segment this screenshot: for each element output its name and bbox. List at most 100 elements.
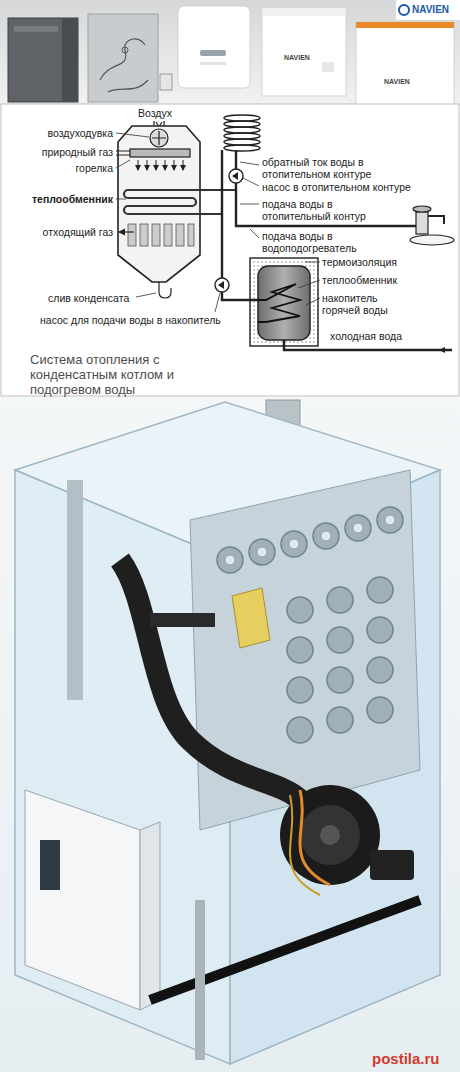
part-label: насос для подачи воды в накопитель [40, 314, 221, 326]
boiler-schematic [164, 224, 172, 246]
watermark: postila.ru [372, 1050, 440, 1067]
leader-line [306, 298, 320, 305]
part-label: холодная вода [330, 330, 402, 342]
boiler-cutaway-render [25, 790, 140, 1010]
boiler-cutaway-render [321, 531, 331, 541]
boiler-schematic [124, 190, 236, 214]
boiler-schematic [165, 160, 166, 170]
boiler-cutaway-render [150, 613, 215, 627]
storage-tank [250, 258, 452, 350]
boiler-cutaway-render [257, 547, 267, 557]
piping [224, 115, 260, 151]
product-photos [399, 5, 409, 15]
boiler-schematic [152, 224, 160, 246]
storage-tank [258, 284, 300, 322]
leader-line [240, 162, 259, 165]
part-label: термоизоляция [322, 256, 397, 268]
product-photos [8, 18, 78, 102]
leader-line [215, 293, 220, 312]
brand-mark: NAVIEN [384, 78, 410, 86]
boiler-schematic [130, 149, 190, 157]
boiler-cutaway-render [313, 523, 339, 549]
piping [224, 139, 260, 145]
boiler-cutaway-render [327, 667, 353, 693]
product-photos [356, 22, 454, 28]
storage-tank [258, 266, 310, 340]
boiler-schematic [119, 231, 134, 232]
product-photos [122, 47, 128, 53]
boiler-cutaway-render [320, 825, 340, 845]
boiler-schematic [138, 160, 139, 170]
boiler-cutaway-render [327, 587, 353, 613]
boiler-cutaway-render [300, 790, 330, 885]
leader-line [136, 293, 156, 297]
boiler-cutaway-render [290, 795, 320, 895]
product-photos [200, 50, 226, 56]
piping [224, 115, 260, 121]
boiler-cutaway-render [300, 805, 360, 865]
schematic-panel [1, 104, 459, 396]
piping [232, 172, 238, 180]
piping [236, 150, 420, 226]
product-photos [356, 22, 454, 106]
boiler-cutaway-render [377, 507, 403, 533]
boiler-schematic [140, 224, 148, 246]
product-photos [14, 26, 58, 32]
piping [224, 145, 260, 151]
boiler-cutaway-render [225, 555, 235, 565]
boiler-cutaway-render [281, 531, 307, 557]
boiler-schematic [188, 224, 194, 246]
boiler-cutaway-render [287, 677, 313, 703]
boiler-cutaway-render [0, 397, 460, 1072]
boiler-cutaway-render [367, 657, 393, 683]
piping [410, 235, 454, 245]
piping [224, 127, 260, 133]
boiler-cutaway-render [140, 822, 160, 1010]
boiler-schematic [159, 282, 171, 298]
brand-mark: NAVIEN [284, 54, 310, 62]
product-photos [62, 18, 78, 102]
boiler-schematic [147, 160, 148, 170]
boiler-cutaway-render [367, 617, 393, 643]
storage-tank [250, 258, 318, 346]
boiler-cutaway-render [327, 707, 353, 733]
product-photos [262, 8, 346, 96]
boiler-schematic [128, 224, 136, 246]
part-label: теплообменник [32, 193, 113, 205]
part-label: Воздух [138, 107, 172, 119]
boiler-cutaway-render [367, 697, 393, 723]
leader-line [305, 262, 320, 263]
schematic-panel [1, 104, 459, 396]
leader-line [116, 133, 149, 137]
leader-line [116, 160, 130, 168]
product-photos [322, 62, 334, 72]
boiler-schematic [183, 160, 184, 170]
boiler-schematic [156, 160, 157, 170]
boiler-cutaway-render [287, 597, 313, 623]
boiler-cutaway-render [232, 588, 270, 648]
product-photos [0, 0, 460, 106]
part-label: обратный ток воды в отопительном контуре [262, 156, 402, 180]
piping [416, 212, 428, 234]
boiler-cutaway-render [225, 515, 395, 565]
boiler-cutaway-render [353, 523, 363, 533]
boiler-cutaway-render [345, 515, 371, 541]
part-label: подача воды в отопительный контур [262, 198, 382, 222]
product-photos [178, 6, 250, 88]
brand-logo: NAVIEN [412, 4, 449, 16]
boiler-cutaway-render [67, 480, 83, 700]
boiler-cutaway-render [327, 627, 353, 653]
piping [224, 133, 260, 139]
boiler-cutaway-render [217, 507, 403, 743]
boiler-cutaway-render [367, 577, 393, 603]
boiler-cutaway-render [289, 539, 299, 549]
boiler-cutaway-render [195, 900, 205, 1060]
leader-line [116, 199, 126, 200]
boiler-cutaway-render [0, 397, 460, 1072]
piping [413, 206, 431, 212]
boiler-schematic [116, 121, 236, 298]
boiler-cutaway-render [150, 900, 420, 1000]
leader-line [298, 280, 320, 288]
piping [224, 121, 260, 127]
